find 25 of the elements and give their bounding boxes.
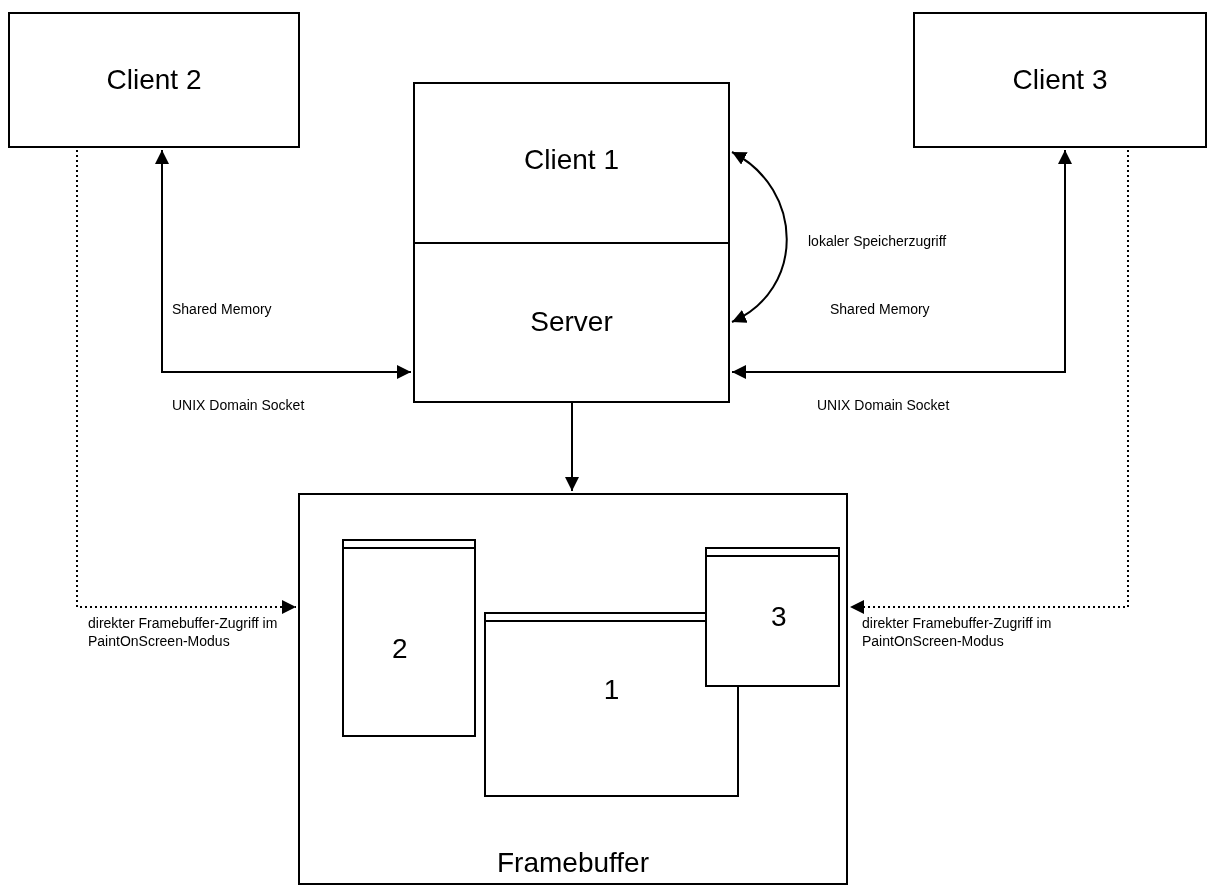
arrow [731, 149, 1072, 379]
node-label: 1 [602, 674, 621, 706]
framebuffer-box [298, 493, 848, 885]
edge-label: Shared Memory [830, 300, 930, 318]
client-box [913, 12, 1207, 148]
client-box [8, 12, 300, 148]
edge-label: lokaler Speicherzugriff [808, 232, 947, 250]
curved-arrow [731, 151, 788, 323]
edge-label: Shared Memory [172, 300, 272, 318]
server-box [413, 242, 730, 403]
node-label: 3 [771, 601, 787, 633]
node-label: Client 1 [523, 144, 620, 176]
window-box [484, 612, 739, 797]
node-label: Client 2 [105, 64, 203, 96]
dotted-arrow [76, 149, 297, 614]
dotted-arrow [849, 149, 1129, 614]
node-label: Server [529, 306, 614, 338]
window-box [342, 539, 476, 737]
node-label: Framebuffer [496, 847, 650, 879]
node-label: 2 [392, 633, 408, 665]
window-box [705, 547, 840, 687]
client-box [413, 82, 730, 244]
node-label: Client 3 [1011, 64, 1109, 96]
arrow [565, 402, 579, 492]
arrow [155, 149, 412, 379]
